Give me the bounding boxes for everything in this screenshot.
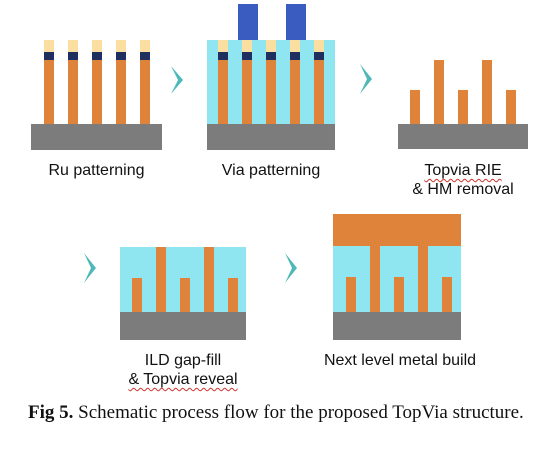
cap-strip: [314, 52, 324, 60]
metal-lines: [346, 246, 452, 312]
step-3-topvia-rie: [398, 60, 528, 149]
step-3-label-line2: & HM removal: [412, 181, 514, 198]
cap-strip: [218, 52, 228, 60]
metal-line: [506, 90, 516, 124]
cap-strip: [140, 52, 150, 60]
metal-line: [346, 277, 356, 312]
cap-strip: [266, 52, 276, 60]
metal-line: [314, 60, 324, 124]
metal-line: [458, 90, 468, 124]
arrow-right-icon: [285, 253, 297, 283]
metal-lines: [218, 60, 324, 124]
step-1-label: Ru patterning: [31, 161, 162, 180]
substrate: [120, 312, 246, 340]
cap-strip: [116, 52, 126, 60]
metal-lines: [132, 247, 238, 312]
upper-metal-layer: [333, 214, 461, 246]
caption-text: Schematic process flow for the proposed …: [73, 402, 524, 423]
substrate: [207, 124, 335, 150]
metal-line: [180, 278, 190, 312]
cap-strip: [44, 52, 54, 60]
hardmask-cap: [68, 40, 78, 52]
step-4-label-line2: & Topvia reveal: [128, 371, 238, 388]
metal-line: [132, 278, 142, 312]
step-4-ild-gapfill: [120, 247, 246, 340]
step-3-label-line1: Topvia RIE: [424, 162, 502, 179]
metal-line: [266, 60, 276, 124]
metal-line: [418, 246, 428, 312]
hardmask-cap: [242, 40, 252, 52]
metal-line: [394, 277, 404, 312]
step-1-ru-patterning: [31, 40, 162, 150]
metal-line: [228, 278, 238, 312]
step-4-label: ILD gap-fill & Topvia reveal: [108, 351, 258, 389]
metal-line: [92, 60, 102, 124]
via-mask-block: [286, 4, 306, 40]
metal-line: [482, 60, 492, 124]
substrate: [333, 312, 461, 340]
hardmask-cap: [140, 40, 150, 52]
cap-layer: [44, 52, 150, 60]
metal-line: [140, 60, 150, 124]
step-5-next-level-metal: [333, 214, 461, 340]
metal-line: [156, 247, 166, 312]
arrow-right-icon: [84, 253, 96, 283]
step-2-label-line1: Via patterning: [221, 162, 321, 179]
cap-layer: [218, 52, 324, 60]
figure-number: Fig 5.: [28, 402, 74, 423]
cap-strip: [290, 52, 300, 60]
cap-strip: [92, 52, 102, 60]
hardmask-cap: [290, 40, 300, 52]
figure-caption: Fig 5. Schematic process flow for the pr…: [28, 402, 528, 424]
step-1-label-line1: Ru patterning: [48, 162, 145, 179]
step-5-label: Next level metal build: [300, 351, 500, 370]
hardmask-cap: [92, 40, 102, 52]
step-5-label-line1: Next level metal build: [323, 352, 477, 369]
via-mask-blocks: [238, 4, 306, 40]
metal-lines: [410, 60, 516, 124]
metal-line: [434, 60, 444, 124]
arrow-right-icon: [171, 66, 183, 94]
hardmask-cap: [314, 40, 324, 52]
metal-line: [44, 60, 54, 124]
step-2-label: Via patterning: [207, 161, 335, 180]
hardmask-cap: [218, 40, 228, 52]
metal-line: [68, 60, 78, 124]
substrate: [31, 124, 162, 150]
step-4-label-line1: ILD gap-fill: [144, 352, 222, 369]
cap-strip: [242, 52, 252, 60]
hardmask-cap: [44, 40, 54, 52]
hardmask-layer: [44, 40, 150, 52]
step-2-via-patterning: [207, 4, 335, 150]
metal-line: [204, 247, 214, 312]
metal-line: [290, 60, 300, 124]
metal-line: [116, 60, 126, 124]
metal-lines: [44, 60, 150, 124]
substrate: [398, 124, 528, 149]
via-mask-block: [238, 4, 258, 40]
step-3-label: Topvia RIE & HM removal: [378, 161, 548, 199]
metal-line: [370, 246, 380, 312]
metal-line: [442, 277, 452, 312]
metal-line: [218, 60, 228, 124]
hardmask-cap: [266, 40, 276, 52]
arrow-right-icon: [360, 64, 372, 94]
metal-line: [410, 90, 420, 124]
hardmask-layer: [218, 40, 324, 52]
metal-line: [242, 60, 252, 124]
cap-strip: [68, 52, 78, 60]
hardmask-cap: [116, 40, 126, 52]
